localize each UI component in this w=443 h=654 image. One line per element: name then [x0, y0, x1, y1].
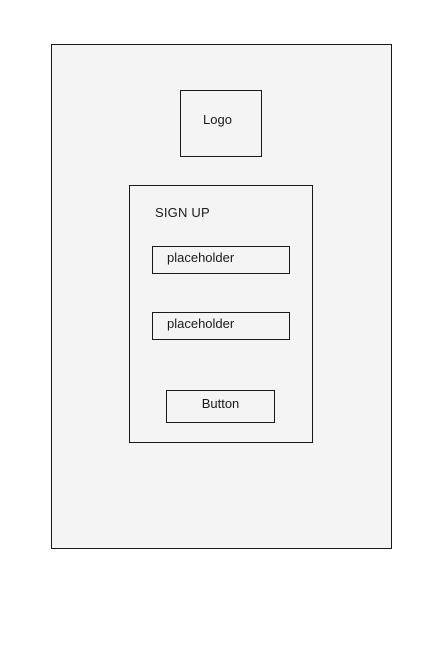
signup-title: SIGN UP — [155, 205, 210, 220]
signup-panel — [129, 185, 313, 443]
logo: Logo — [180, 90, 262, 157]
signup-input-1[interactable] — [153, 247, 289, 273]
app-frame — [51, 44, 392, 549]
submit-button[interactable]: Button — [166, 390, 275, 423]
signup-field-1[interactable] — [152, 246, 290, 274]
logo-label: Logo — [203, 112, 232, 127]
signup-field-2[interactable] — [152, 312, 290, 340]
signup-input-2[interactable] — [153, 313, 289, 339]
